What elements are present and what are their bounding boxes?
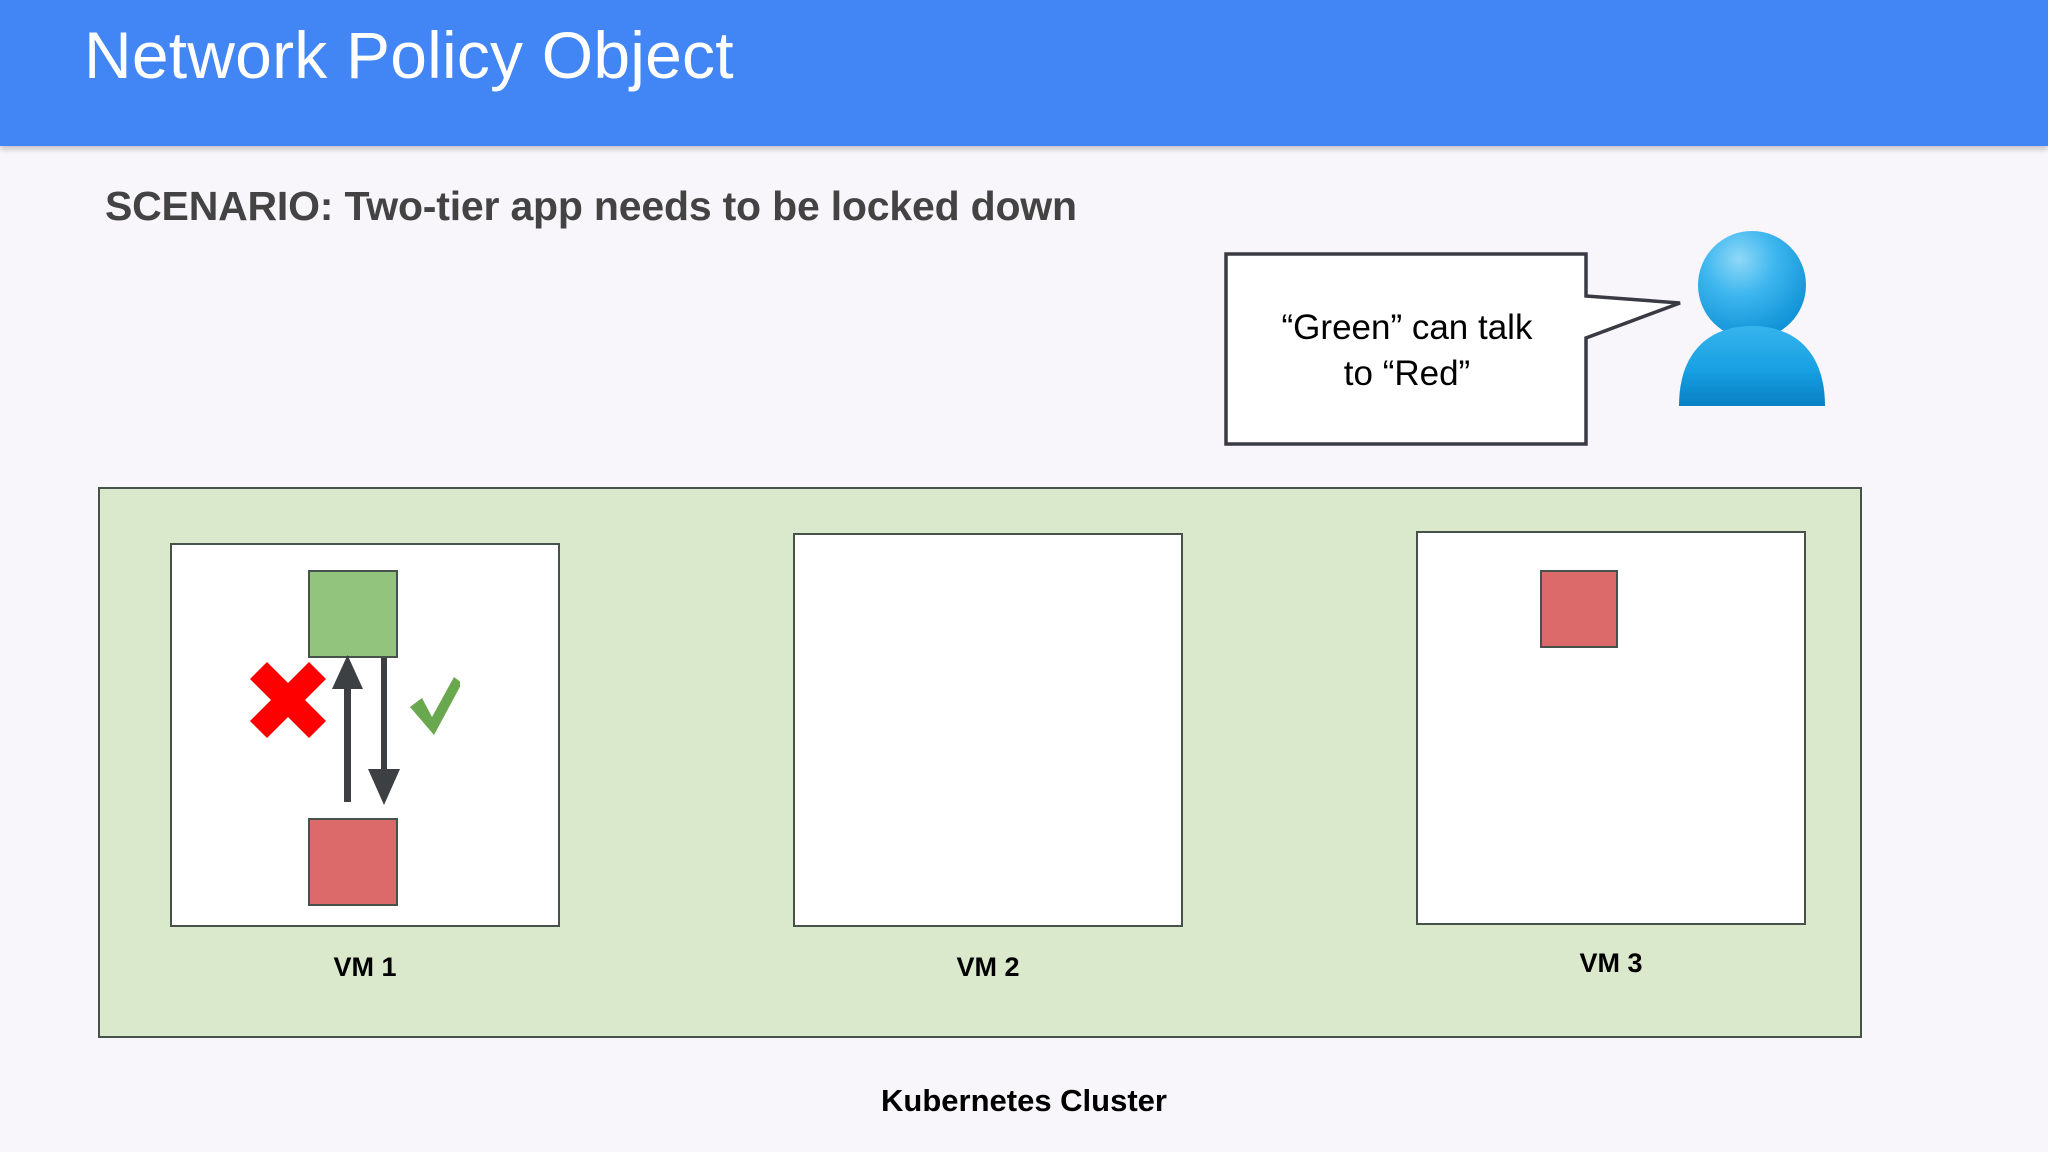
vm-label-3: VM 3	[1579, 948, 1643, 978]
speech-bubble-line-1: “Green” can talk	[1281, 308, 1533, 347]
cluster-caption: Kubernetes Cluster	[881, 1083, 1167, 1118]
vm-label-1: VM 1	[333, 952, 397, 982]
vm-label-2: VM 2	[956, 952, 1020, 982]
arrow-down-icon	[368, 658, 400, 805]
arrow-up-icon	[332, 655, 363, 802]
pod-green-vm1	[308, 570, 398, 658]
page-title: Network Policy Object	[84, 18, 734, 92]
vm-box-2	[793, 533, 1183, 927]
pod-red-vm3	[1540, 570, 1618, 648]
green-check-icon	[410, 677, 460, 735]
speech-bubble: “Green” can talk to “Red”	[1222, 250, 1702, 450]
speech-bubble-text: “Green” can talk to “Red”	[1232, 305, 1582, 396]
vm1-traffic-annotations	[250, 655, 460, 805]
scenario-subtitle: SCENARIO: Two-tier app needs to be locke…	[105, 183, 1077, 229]
person-avatar-icon	[1679, 231, 1825, 406]
speech-bubble-line-2: to “Red”	[1343, 353, 1471, 393]
red-x-icon	[250, 662, 326, 738]
slide-header-bar: Network Policy Object	[0, 0, 2048, 146]
speech-bubble-shape	[1224, 252, 1681, 446]
pod-red-vm1	[308, 818, 398, 906]
